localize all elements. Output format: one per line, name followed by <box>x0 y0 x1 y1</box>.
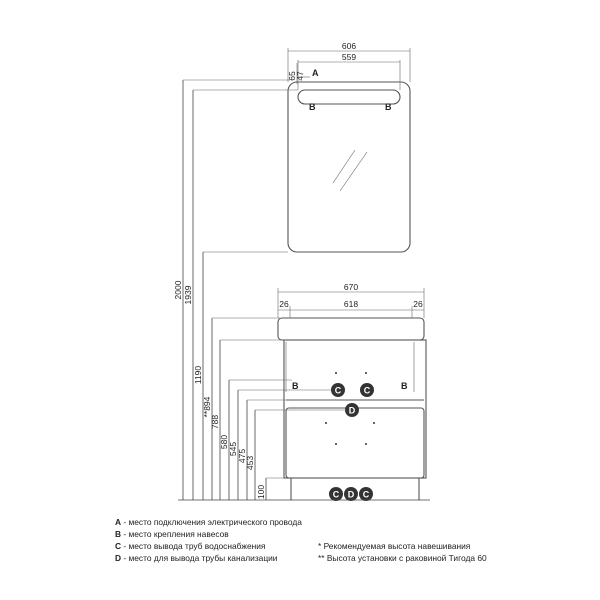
marker-a: A <box>312 68 319 78</box>
legend-item: D - место для вывода трубы канализации <box>115 552 302 564</box>
cabinet-marker-d: D <box>349 406 356 416</box>
height-dim-label: 453 <box>245 456 255 470</box>
legend-text: - место крепления навесов <box>121 529 229 539</box>
cabinet-width-670: 670 <box>344 282 358 292</box>
legend-key: B <box>115 529 122 539</box>
mirror-glare-1 <box>332 149 356 184</box>
legend-note: ** Высота установки с раковиной Тигода 6… <box>318 553 487 563</box>
legend-item: B - место крепления навесов <box>115 528 302 540</box>
height-dim-label: 580 <box>219 435 229 449</box>
height-dim-label: 545 <box>228 442 238 456</box>
height-dim-label: 788 <box>210 415 220 429</box>
height-dim-label: 475 <box>237 449 247 463</box>
cabinet-marker-c-left: C <box>335 386 342 396</box>
mirror-light-bar <box>297 89 401 105</box>
cabinet: 670 26 618 26 B B C C D C D C <box>277 282 427 501</box>
cabinet-drawer <box>285 407 425 479</box>
legend-right: * Рекомендуемая высота навешивания ** Выс… <box>318 540 487 564</box>
legend-left: A - место подключения электрического про… <box>115 516 302 564</box>
cabinet-marker-b-right: B <box>401 381 408 391</box>
legend-item: C - место вывода труб водоснабжения <box>115 540 302 552</box>
mirror-glare-2 <box>339 151 368 192</box>
legend-note: * Рекомендуемая высота навешивания <box>318 541 471 551</box>
cabinet-marker-b-left: B <box>292 381 299 391</box>
legend-key: A <box>115 517 122 527</box>
legend-key: D <box>115 553 122 563</box>
mirror: 606 559 65 47 A B B <box>287 41 411 253</box>
cabinet-side-26-left: 26 <box>279 299 289 309</box>
sink-top <box>277 317 425 341</box>
mirror-width-606: 606 <box>342 41 356 51</box>
mirror-width-559: 559 <box>342 52 356 62</box>
bottom-marker-c-right: C <box>363 490 370 500</box>
legend-text: - место вывода труб водоснабжения <box>121 541 266 551</box>
bottom-marker-c-left: C <box>333 490 340 500</box>
legend-text: - место для вывода трубы канализации <box>121 553 278 563</box>
legend-text: - место подключения электрического прово… <box>121 517 302 527</box>
cabinet-inner-618: 618 <box>344 299 358 309</box>
legend-key: C <box>115 541 122 551</box>
height-dim-label: 2000 <box>173 280 183 299</box>
height-dim-label: 1190 <box>193 366 203 385</box>
height-dim-label: **894 <box>202 396 212 417</box>
mirror-dim-65: 65 <box>287 71 297 81</box>
height-dim-label: 100 <box>256 485 266 499</box>
bottom-marker-d: D <box>348 490 355 500</box>
cabinet-side-26-right: 26 <box>413 299 423 309</box>
mirror-frame <box>287 81 411 253</box>
legend-item: A - место подключения электрического про… <box>115 516 302 528</box>
height-dim-label: 1939 <box>183 285 193 304</box>
cabinet-marker-c-right: C <box>364 386 371 396</box>
mirror-marker-b-left: B <box>309 102 316 112</box>
mirror-dim-47: 47 <box>295 71 305 81</box>
mirror-marker-b-right: B <box>385 102 392 112</box>
